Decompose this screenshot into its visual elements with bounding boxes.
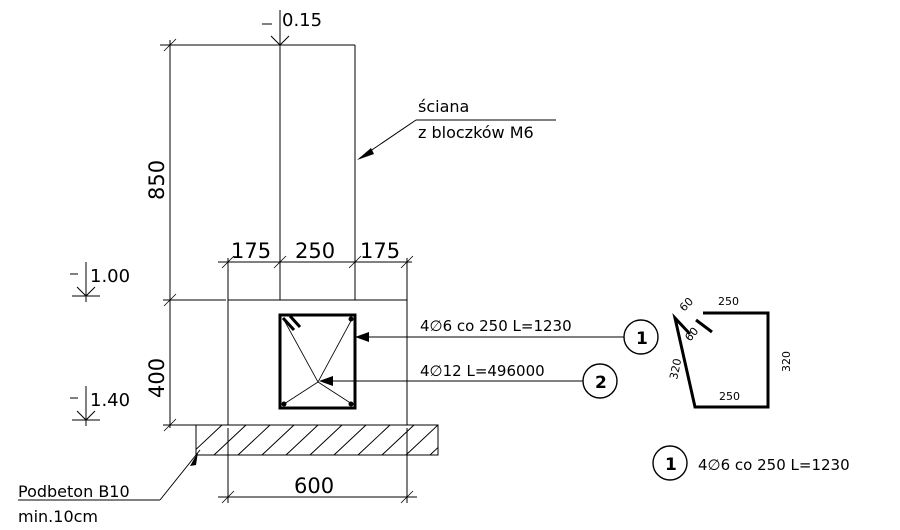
stirrup-shape: 250 250 320 320 60 60: [667, 295, 793, 409]
level-mid-text: 1.00: [90, 266, 130, 287]
shape-bottom-text: 250: [719, 390, 740, 403]
dim-foot-height: 400: [145, 299, 226, 426]
dim-right-part: 175: [360, 239, 400, 263]
callout-stirrup: 4∅6 co 250 L=1230 1: [355, 317, 659, 355]
callout-main: 4∅12 L=496000 2: [319, 362, 618, 399]
dim-left-part: 175: [231, 239, 271, 263]
base-note-line2: min.10cm: [18, 507, 98, 526]
dim-center-part: 250: [295, 239, 335, 263]
level-bottom-text: 1.40: [90, 390, 130, 411]
level-mark-mid: 1.00: [70, 262, 130, 302]
shape-right-text: 320: [780, 351, 793, 372]
wall-note-line1: ściana: [418, 97, 469, 116]
legend-text: 4∅6 co 250 L=1230: [698, 456, 850, 474]
legend: 1 4∅6 co 250 L=1230: [652, 445, 850, 481]
dim-top-chain: 175 250 175: [218, 239, 414, 300]
dim-width-text: 600: [294, 474, 334, 498]
shape-left-text: 320: [667, 357, 684, 380]
dim-foot-height-text: 400: [145, 358, 169, 398]
dim-width: 600: [218, 428, 417, 504]
legend-mark: 1: [665, 455, 677, 475]
level-top-text: 0.15: [282, 10, 322, 31]
subbase: [195, 424, 439, 456]
wall: [160, 44, 356, 300]
callout-main-text: 4∅12 L=496000: [420, 362, 545, 380]
base-note-line1: Podbeton B10: [18, 482, 130, 501]
shape-hook1-text: 60: [677, 295, 696, 314]
dim-wall-height: 850: [145, 38, 177, 432]
footing: [227, 299, 408, 426]
wall-note: ściana z bloczków M6: [357, 97, 556, 160]
callout-stirrup-text: 4∅6 co 250 L=1230: [420, 317, 572, 335]
callout-stirrup-mark: 1: [636, 329, 648, 349]
callout-main-mark: 2: [595, 373, 607, 393]
wall-note-line2: z bloczków M6: [418, 123, 534, 142]
level-mark-top: 0.15: [262, 10, 322, 50]
base-note: Podbeton B10 min.10cm: [18, 449, 201, 526]
shape-top-text: 250: [718, 295, 739, 308]
level-mark-bottom: 1.40: [70, 386, 130, 426]
dim-wall-height-text: 850: [145, 160, 169, 200]
